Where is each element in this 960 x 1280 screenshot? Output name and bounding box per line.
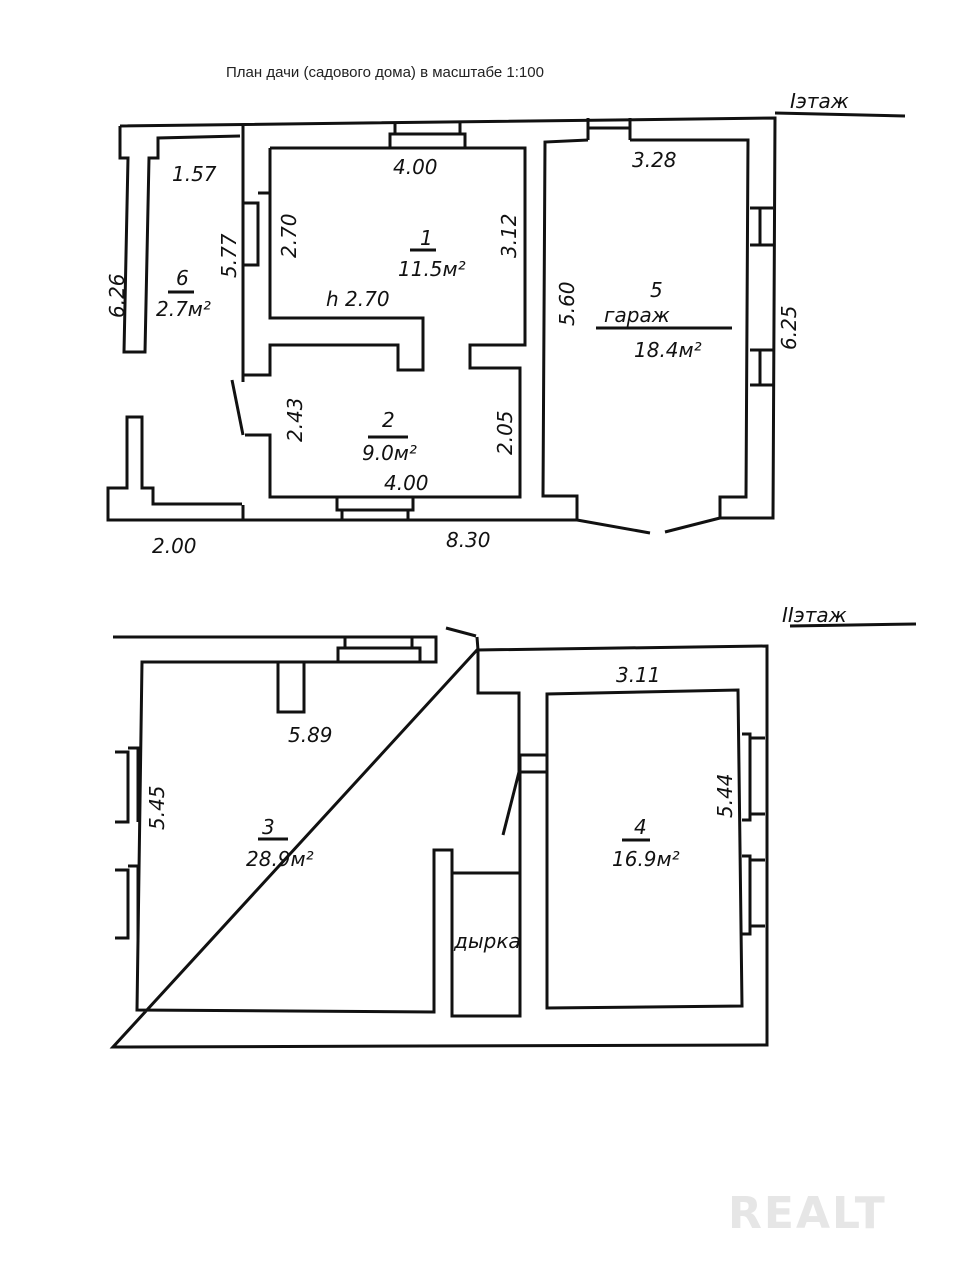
room-number: 1 — [420, 226, 433, 250]
left-windows — [115, 746, 140, 942]
room-number: 2 — [382, 408, 395, 432]
right-windows — [742, 732, 765, 936]
room-number: 5 — [650, 278, 663, 302]
room2-window — [335, 497, 415, 520]
room-name: дырка — [453, 929, 521, 953]
floor-1-label: Iэтаж — [790, 89, 849, 113]
dim-label: 1.57 — [172, 162, 217, 186]
room3-window-top — [336, 637, 422, 662]
dim-label: 6.26 — [105, 273, 129, 318]
room-area: 28.9м² — [246, 847, 314, 871]
watermark-logo: REALT — [728, 1188, 887, 1239]
dim-label: 5.44 — [713, 773, 737, 818]
room-number: 3 — [262, 815, 275, 839]
dim-label: 5.77 — [217, 233, 241, 278]
door-swing — [445, 626, 521, 836]
dim-label: 5.89 — [288, 723, 333, 747]
floor-2-label-underline — [789, 622, 917, 628]
room1-window — [388, 122, 467, 148]
outer-wall — [106, 116, 777, 522]
dim-label: 8.30 — [446, 528, 491, 552]
room-area: 16.9м² — [612, 847, 680, 871]
dim-label: 2.00 — [152, 534, 197, 558]
room6-wall — [118, 126, 241, 354]
floor-2-label: IIэтаж — [782, 603, 847, 627]
dim-label: 3.28 — [632, 148, 677, 172]
interior-wall — [241, 124, 527, 520]
garage-window — [586, 118, 632, 140]
dim-label: 3.12 — [497, 213, 521, 258]
chimney — [276, 662, 306, 714]
dim-label: 4.00 — [384, 471, 429, 495]
dim-label: 5.60 — [555, 281, 579, 326]
dim-label: 6.25 — [777, 305, 801, 350]
room-area: 18.4м² — [634, 338, 702, 362]
outer-wall — [109, 635, 769, 1049]
floor-1-label-underline — [774, 111, 906, 118]
room-area: 2.7м² — [156, 297, 211, 321]
door-swing — [230, 379, 721, 535]
garage-side-windows — [750, 206, 773, 387]
room-number: 6 — [176, 266, 189, 290]
ceiling-height: h 2.70 — [326, 287, 390, 311]
plan-title: План дачи (садового дома) в масштабе 1:1… — [226, 64, 544, 81]
floor-1: Iэтаж 1.57 6.26 6 2.7м² 5.77 4.00 2.70 3… — [105, 89, 906, 558]
dim-label: 5.45 — [145, 785, 169, 830]
dim-label: 3.11 — [616, 663, 661, 687]
room-name: гараж — [604, 303, 670, 327]
room-area: 9.0м² — [362, 441, 417, 465]
dim-label: 2.70 — [277, 213, 301, 258]
room-area: 11.5м² — [398, 257, 466, 281]
room1-side-window — [243, 191, 272, 267]
floor-2: IIэтаж 5.89 5.45 3 28.9м² 3.11 5.44 4 16… — [109, 603, 917, 1049]
room-number: 4 — [634, 815, 647, 839]
dim-label: 4.00 — [393, 155, 438, 179]
dim-label: 2.05 — [493, 410, 517, 455]
dim-label: 2.43 — [283, 397, 307, 442]
